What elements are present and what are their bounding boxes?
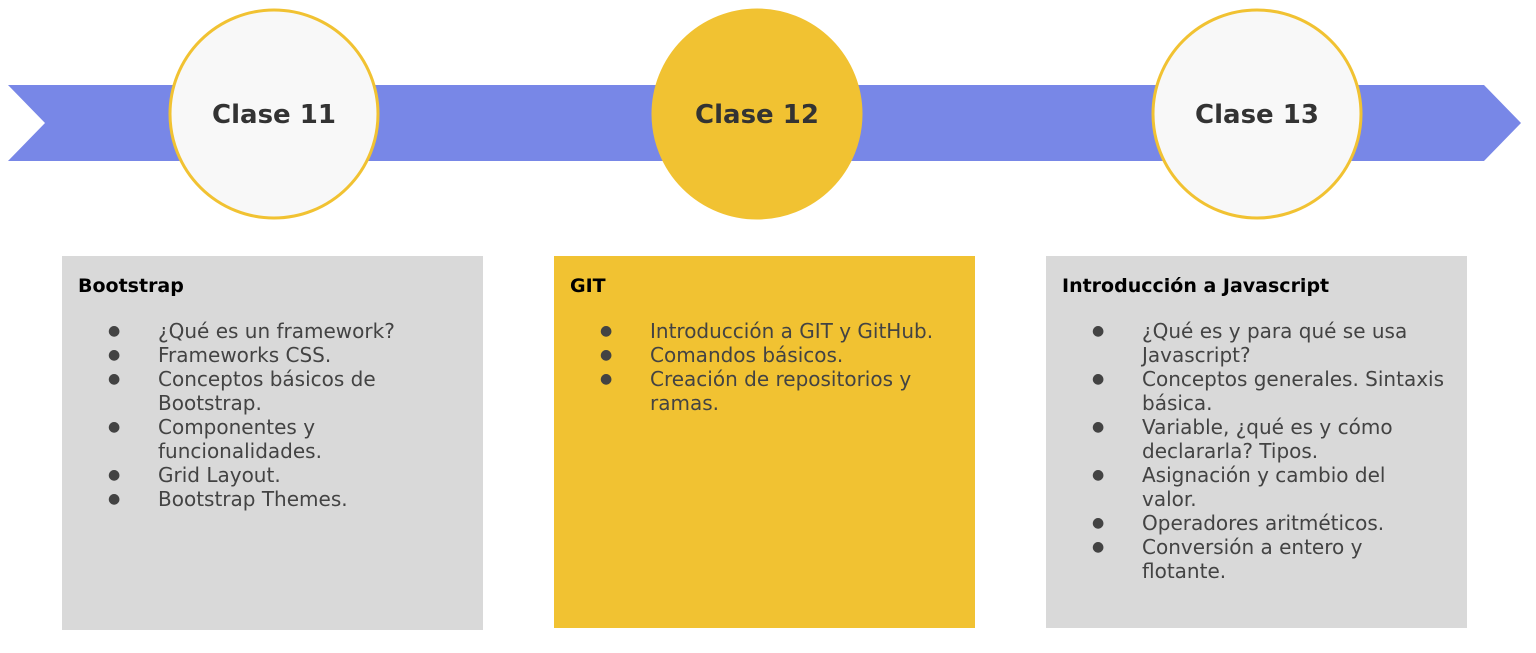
list-item: Frameworks CSS.	[108, 343, 467, 367]
class-circle-12-label: Clase 12	[695, 100, 819, 130]
list-item: ¿Qué es y para qué se usa Javascript?	[1092, 319, 1451, 367]
list-item: Operadores aritméticos.	[1092, 511, 1451, 535]
list-item: Introducción a GIT y GitHub.	[600, 319, 959, 343]
card-git: GIT Introducción a GIT y GitHub. Comando…	[554, 256, 975, 628]
list-item: Componentes y funcionalidades.	[108, 415, 467, 463]
card-title: GIT	[570, 275, 606, 297]
list-item: Conceptos generales. Sintaxis básica.	[1092, 367, 1451, 415]
list-item: Grid Layout.	[108, 463, 467, 487]
list-item: Conversión a entero y flotante.	[1092, 535, 1451, 583]
list-item: Asignación y cambio del valor.	[1092, 463, 1451, 511]
class-circle-12	[651, 8, 863, 220]
list-item: Variable, ¿qué es y cómo declararla? Tip…	[1092, 415, 1451, 463]
list-item: Conceptos básicos de Bootstrap.	[108, 367, 467, 415]
card-javascript: Introducción a Javascript ¿Qué es y para…	[1046, 256, 1467, 628]
list-item: Bootstrap Themes.	[108, 487, 467, 511]
topic-list: ¿Qué es y para qué se usa Javascript? Co…	[1062, 319, 1451, 583]
topic-list: ¿Qué es un framework? Frameworks CSS. Co…	[78, 319, 467, 511]
topic-list: Introducción a GIT y GitHub. Comandos bá…	[570, 319, 959, 415]
card-title: Introducción a Javascript	[1062, 275, 1330, 297]
list-item: ¿Qué es un framework?	[108, 319, 467, 343]
card-title: Bootstrap	[78, 275, 184, 297]
class-circle-13	[1151, 8, 1363, 220]
list-item: Creación de repositorios y ramas.	[600, 367, 959, 415]
class-circle-13-label: Clase 13	[1195, 100, 1319, 130]
class-circle-11	[168, 8, 380, 220]
list-item: Comandos básicos.	[600, 343, 959, 367]
card-bootstrap: Bootstrap ¿Qué es un framework? Framewor…	[62, 256, 483, 630]
class-circle-11-label: Clase 11	[212, 100, 336, 130]
